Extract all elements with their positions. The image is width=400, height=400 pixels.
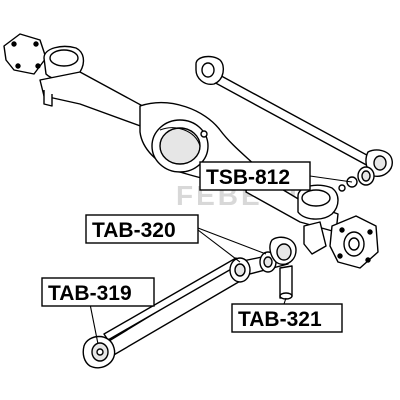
leader-tab-320-a <box>197 229 241 263</box>
tsb-812-bushing <box>338 166 375 192</box>
tab-319-bushing <box>82 335 116 369</box>
callout-tsb-812-text: TSB-812 <box>206 166 290 189</box>
leader-tab-320-b <box>197 227 267 255</box>
callout-tab-320-text: TAB-320 <box>92 219 176 242</box>
tab-320-bushing <box>229 251 277 283</box>
right-bracket <box>303 221 327 255</box>
leader-lines <box>89 175 353 345</box>
callout-tab-321-text: TAB-321 <box>238 308 322 331</box>
tab-321-bushing <box>269 236 297 300</box>
leader-tab-321 <box>283 297 287 305</box>
callout-tsb-812: TSB-812 <box>199 161 311 191</box>
callout-tab-320: TAB-320 <box>85 214 199 244</box>
callout-tab-321: TAB-321 <box>231 303 343 333</box>
trailing-arm-assembly <box>82 236 297 369</box>
leader-tsb-812 <box>309 175 353 183</box>
left-axle-tube <box>39 71 151 129</box>
callout-tab-319-text: TAB-319 <box>48 282 132 305</box>
lateral-rod-assembly <box>195 55 393 192</box>
leader-tab-319 <box>89 303 99 345</box>
callout-tab-319: TAB-319 <box>41 277 155 307</box>
